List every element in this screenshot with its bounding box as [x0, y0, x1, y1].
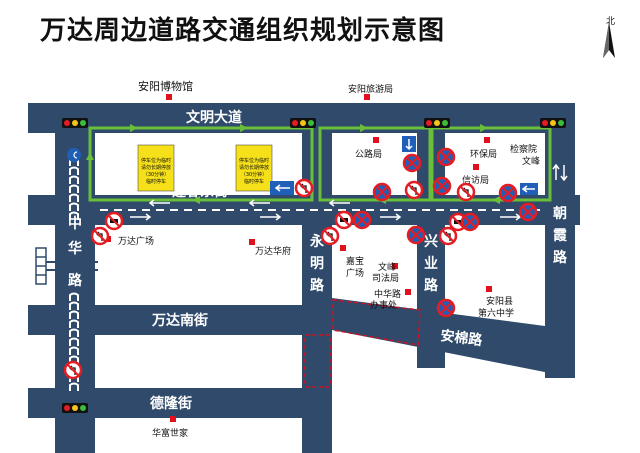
dashed-zones [304, 299, 421, 388]
place-jianchayuan: 检察院 [510, 143, 537, 155]
label-zhonghua-3: 路 [68, 272, 83, 289]
parking-sign-left: 停车位为临时 请勿长期停放 （30分钟） 临时停车 [137, 144, 175, 192]
svg-text:停车位为临时: 停车位为临时 [239, 157, 269, 164]
no-parking-icon [352, 210, 372, 230]
label-xingye-1: 兴 [424, 233, 438, 250]
svg-text:请勿长期停放: 请勿长期停放 [239, 164, 269, 171]
place-wenfeng-sifa-2: 司法局 [372, 272, 399, 284]
label-xingye-2: 业 [424, 256, 438, 272]
no-parking-icon [460, 212, 480, 232]
place-museum: 安阳博物馆 [138, 79, 193, 93]
label-yingchun: 迎春东街 [172, 183, 228, 200]
svg-text:临时停车: 临时停车 [146, 178, 166, 185]
traffic-light-icon [62, 118, 88, 128]
place-env: 环保局 [470, 148, 497, 160]
place-xinfang: 信访局 [462, 174, 489, 186]
north-arrow-icon [603, 22, 615, 58]
svg-text:临时停车: 临时停车 [244, 178, 264, 185]
no-parking-icon [372, 182, 392, 202]
blue-direction-signs [67, 136, 538, 195]
label-chaoxia-2: 霞 [553, 227, 568, 244]
svg-text:请勿长期停放: 请勿长期停放 [141, 164, 171, 171]
no-parking-icon [436, 298, 456, 318]
parking-sign-right: 停车位为临时 请勿长期停放 （30分钟） 临时停车 [235, 144, 273, 192]
traffic-light-icon [290, 118, 316, 128]
place-zhonghua-office-2: 办事处 [370, 299, 397, 311]
place-highway: 公路局 [355, 148, 382, 160]
label-anmian: 安棉路 [440, 327, 485, 349]
traffic-lights [62, 118, 566, 413]
no-vehicle-icon [104, 211, 124, 231]
svg-text:停车位为临时: 停车位为临时 [141, 157, 171, 164]
bridge-rails [35, 247, 98, 285]
no-turn-icon [404, 180, 424, 200]
place-school-1: 安阳县 [486, 295, 513, 307]
label-chaoxia-1: 朝 [553, 205, 567, 222]
label-delong: 德隆街 [150, 395, 192, 412]
no-parking-icon [432, 176, 452, 196]
no-parking-icon [518, 202, 538, 222]
north-label: 北 [606, 17, 616, 27]
label-yongming-2: 明 [310, 256, 324, 272]
label-yongming-3: 路 [310, 277, 325, 294]
no-parking-icon [436, 147, 456, 167]
green-routes [88, 126, 552, 202]
label-chaoxia-3: 路 [553, 249, 568, 266]
no-parking-icon [402, 153, 422, 173]
no-turn-icon [294, 178, 314, 198]
road-labels: 文明大道 迎春东街 万达南街 德隆街 安棉路 中 华 路 永 明 路 兴 业 路… [68, 109, 568, 412]
road-network [28, 103, 580, 453]
no-turn-icon [438, 226, 458, 246]
no-turn-icon [90, 226, 110, 246]
label-zhonghua-1: 中 [68, 215, 82, 232]
label-wanda-south: 万达南街 [151, 312, 208, 329]
place-tourism: 安阳旅游局 [348, 83, 393, 95]
place-zhonghua-office-1: 中华路 [374, 288, 401, 300]
place-wanda-plaza: 万达广场 [118, 235, 154, 247]
place-wenfeng: 文峰 [522, 155, 540, 167]
label-xingye-3: 路 [424, 277, 439, 294]
no-vehicle-icon [334, 210, 354, 230]
traffic-light-icon [540, 118, 566, 128]
map-title: 万达周边道路交通组织规划示意图 [40, 16, 446, 46]
place-wanda-huafu: 万达华府 [255, 245, 291, 257]
no-turn-icon [320, 226, 340, 246]
place-huafu-shijia: 华富世家 [152, 427, 188, 439]
traffic-light-icon [424, 118, 450, 128]
place-labels: 安阳博物馆 安阳旅游局 公路局 环保局 信访局 检察院 文峰 万达广场 万达华府… [118, 79, 540, 439]
place-school-2: 第六中学 [478, 307, 514, 319]
label-zhonghua-2: 华 [68, 240, 82, 257]
traffic-light-icon [62, 403, 88, 413]
place-wenfeng-sifa-1: 文峰 [378, 261, 396, 273]
place-jiabao-2: 广场 [346, 267, 364, 279]
no-turn-icon [63, 360, 83, 380]
lane-arrows [130, 163, 568, 221]
no-turn-icon [456, 182, 476, 202]
label-wenming: 文明大道 [186, 109, 242, 126]
prohibition-signs [63, 147, 538, 380]
svg-text:（30分钟）: （30分钟） [143, 171, 169, 178]
no-parking-icon [498, 183, 518, 203]
svg-text:（30分钟）: （30分钟） [241, 171, 267, 178]
no-parking-icon [406, 225, 426, 245]
place-jiabao-1: 嘉宝 [346, 255, 364, 267]
